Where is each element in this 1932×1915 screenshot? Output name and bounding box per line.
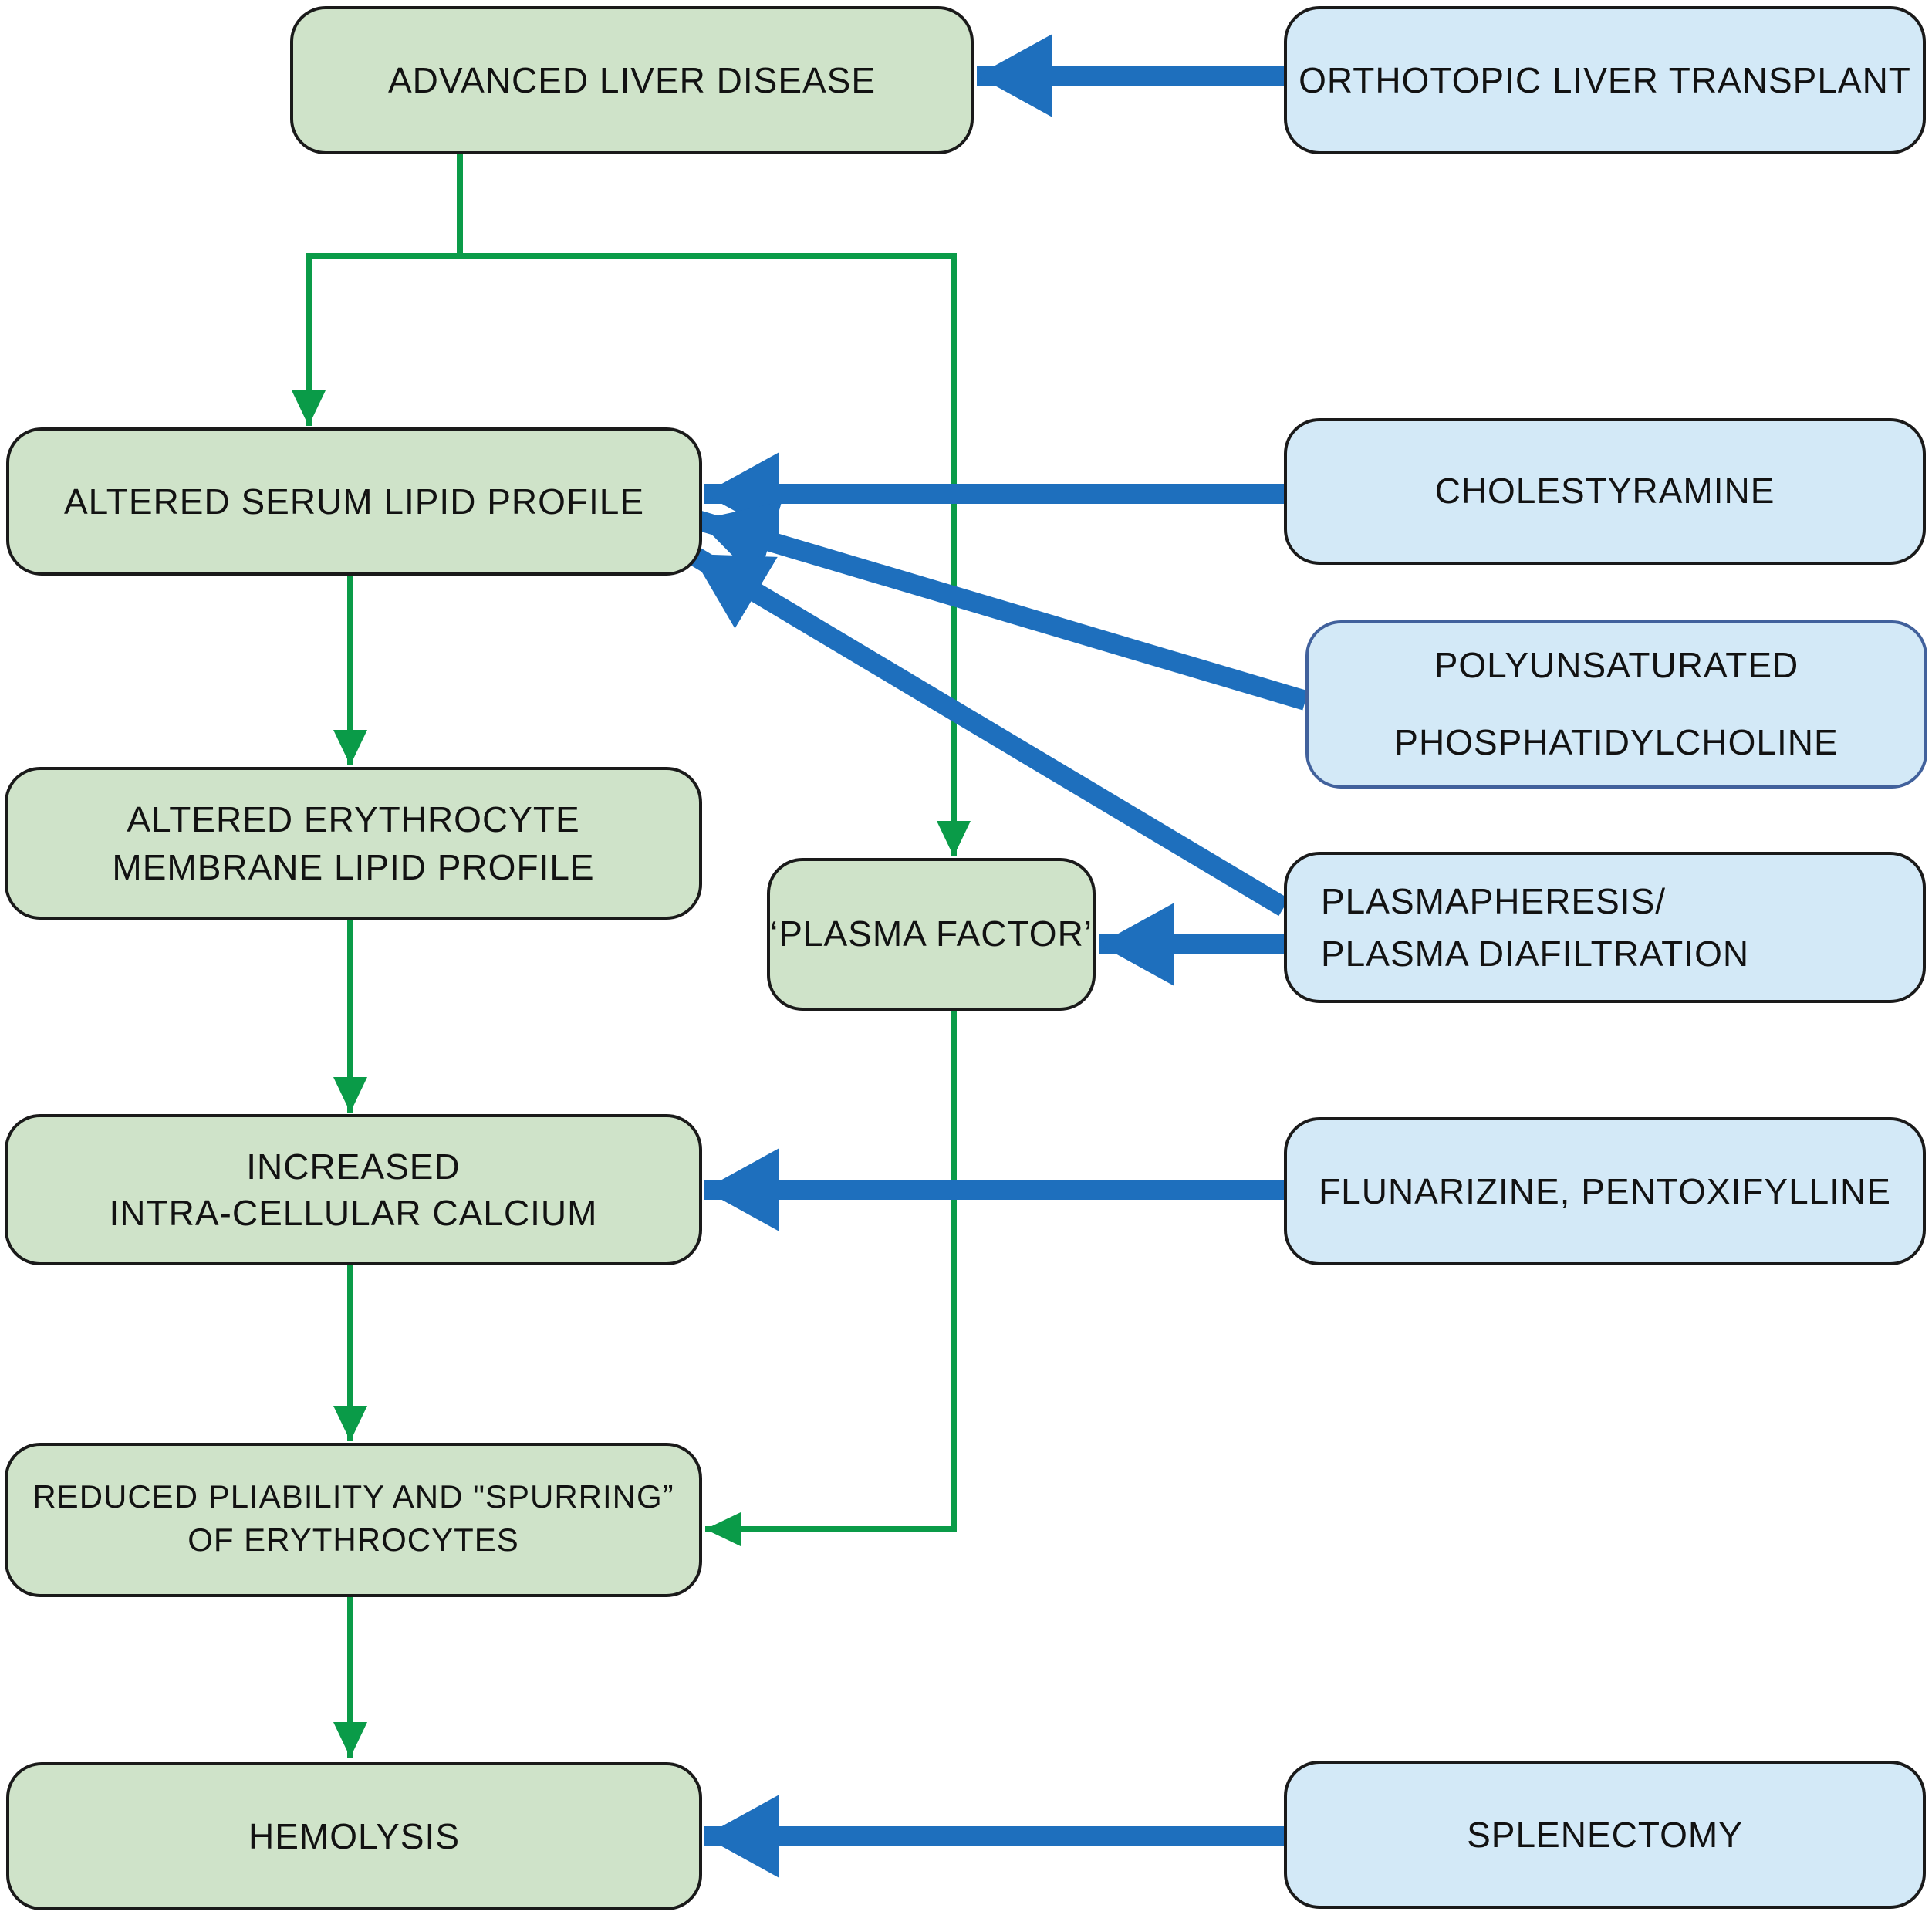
node-plasmapheresis-diafiltration: PLASMAPHERESIS/ PLASMA DIAFILTRATION [1284, 852, 1926, 1003]
node-label: ORTHOTOPIC LIVER TRANSPLANT [1299, 59, 1911, 100]
node-label-line1: POLYUNSATURATED [1434, 645, 1799, 686]
node-label-line1: PLASMAPHERESIS/ [1321, 880, 1667, 920]
node-increased-intracellular-calcium: INCREASED INTRA-CELLULAR CALCIUM [5, 1114, 702, 1265]
node-orthotopic-liver-transplant: ORTHOTOPIC LIVER TRANSPLANT [1284, 6, 1926, 154]
arrow-plasma-factor-to-reduced-pliability [705, 1011, 957, 1546]
node-label: ALTERED SERUM LIPID PROFILE [63, 481, 645, 522]
node-hemolysis: HEMOLYSIS [6, 1762, 702, 1910]
node-altered-serum-lipid-profile: ALTERED SERUM LIPID PROFILE [6, 427, 702, 576]
pathway-arrows-green [292, 154, 971, 1758]
node-flunarizine-pentoxifylline: FLUNARIZINE, PENTOXIFYLLINE [1284, 1117, 1926, 1265]
treatment-arrows-blue [686, 34, 1309, 1878]
node-plasma-factor: ‘PLASMA FACTOR’ [767, 858, 1096, 1011]
node-label: ‘PLASMA FACTOR’ [769, 914, 1093, 954]
node-label: HEMOLYSIS [248, 1815, 460, 1856]
node-label: CHOLESTYRAMINE [1434, 471, 1775, 512]
node-label-line1: REDUCED PLIABILITY AND "SPURRING” [32, 1480, 674, 1516]
node-label: FLUNARIZINE, PENTOXIFYLLINE [1319, 1170, 1891, 1211]
node-label: SPLENECTOMY [1467, 1814, 1743, 1855]
arrow-plasmapheresis-to-altered-serum [686, 545, 1289, 917]
node-polyunsaturated-phosphatidylcholine: POLYUNSATURATED PHOSPHATIDYLCHOLINE [1305, 620, 1927, 789]
node-label-line2: PLASMA DIAFILTRATION [1321, 934, 1750, 974]
node-label-line2: OF ERYTHROCYTES [187, 1523, 519, 1559]
node-cholestyramine: CHOLESTYRAMINE [1284, 418, 1926, 565]
node-label-line1: INCREASED [246, 1146, 461, 1187]
node-label-line2: INTRA-CELLULAR CALCIUM [109, 1193, 598, 1233]
node-splenectomy: SPLENECTOMY [1284, 1761, 1926, 1909]
arrow-polyunsaturated-to-altered-serum [694, 502, 1309, 711]
node-label-line2: PHOSPHATIDYLCHOLINE [1394, 721, 1839, 762]
node-label-line2: MEMBRANE LIPID PROFILE [112, 846, 595, 887]
node-reduced-pliability-spurring: REDUCED PLIABILITY AND "SPURRING” OF ERY… [5, 1443, 702, 1597]
node-label-line1: ALTERED ERYTHROCYTE [127, 799, 580, 840]
node-label: ADVANCED LIVER DISEASE [387, 59, 876, 100]
node-altered-erythrocyte-membrane: ALTERED ERYTHROCYTE MEMBRANE LIPID PROFI… [5, 767, 702, 920]
node-advanced-liver-disease: ADVANCED LIVER DISEASE [290, 6, 974, 154]
